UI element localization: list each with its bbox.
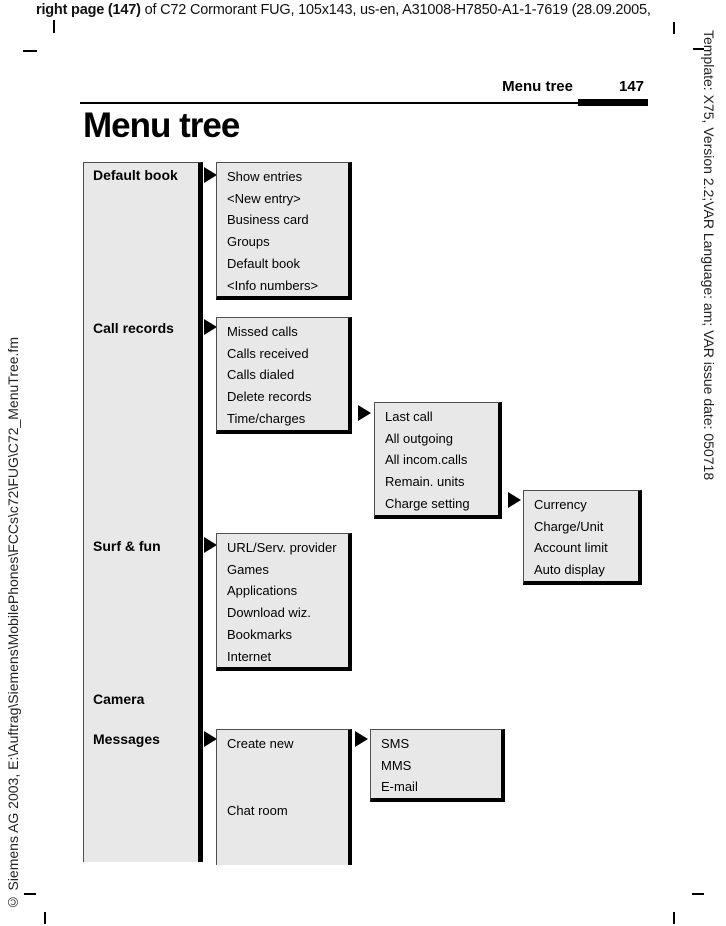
menu-item: Currency	[534, 497, 587, 512]
menu-item: <Info numbers>	[227, 277, 319, 293]
crop-mark-bottom-left-dash	[24, 893, 36, 895]
menu-item: E-mail	[381, 779, 418, 795]
level1-item-messages: Messages	[93, 731, 160, 747]
menu-item: Remain. units	[385, 474, 465, 490]
level1-item-default-book: Default book	[93, 167, 178, 183]
menu-item: All outgoing	[385, 430, 453, 446]
menu-item: Applications	[227, 583, 298, 599]
menu-item: Delete records	[227, 389, 312, 405]
menu-item: Missed calls	[227, 324, 298, 339]
arrow-right-icon	[204, 319, 217, 335]
crop-mark-bottom-right-dash	[692, 893, 704, 895]
arrow-right-icon	[508, 492, 521, 508]
left-margin-copyright-text: © Siemens AG 2003, E:\Auftrag\Siemens\Mo…	[5, 336, 21, 910]
menu-box-create-new: SMS MMS E-mail	[370, 729, 505, 803]
menu-item: URL/Serv. provider	[227, 540, 337, 555]
arrow-right-icon	[204, 537, 217, 553]
menu-item: Games	[227, 561, 269, 577]
crop-mark-top-left-tick	[53, 20, 55, 33]
menu-item: Last call	[385, 409, 433, 424]
menu-item: MMS	[381, 757, 412, 773]
menu-item: Default book	[227, 255, 300, 271]
menu-item: Auto display	[534, 562, 605, 578]
menu-item: Calls dialed	[227, 367, 295, 383]
level1-item-camera: Camera	[93, 691, 145, 707]
menu-item: Charge/Unit	[534, 518, 604, 534]
menu-item: SMS	[381, 736, 410, 751]
arrow-right-icon	[355, 731, 368, 747]
menu-item: Download wiz.	[227, 605, 311, 621]
print-info-page-ref: right page (147)	[36, 2, 141, 18]
menu-item: Show entries	[227, 169, 303, 184]
crop-mark-top-left-dash	[23, 50, 37, 52]
menu-item: Business card	[227, 212, 309, 228]
right-margin-template-text: Template: X75, Version 2.2;VAR Language:…	[701, 30, 717, 481]
menu-box-messages: Create new Chat room	[216, 729, 352, 865]
menu-item: Create new	[227, 736, 294, 751]
arrow-right-icon	[204, 731, 217, 747]
crop-mark-top-right-tick	[673, 22, 675, 34]
print-info-rest: of C72 Cormorant FUG, 105x143, us-en, A3…	[140, 2, 651, 18]
header-section-title: Menu tree	[502, 78, 573, 95]
print-info-line: right page (147) of C72 Cormorant FUG, 1…	[36, 2, 651, 18]
menu-item: Internet	[227, 648, 272, 664]
level1-item-surf-fun: Surf & fun	[93, 538, 161, 554]
header-rule-accent-bar	[578, 99, 648, 106]
menu-item: Chat room	[227, 803, 288, 818]
menu-item: All incom.calls	[385, 452, 468, 468]
menu-item: Calls received	[227, 345, 309, 361]
menu-item: Time/charges	[227, 410, 306, 426]
level1-item-call-records: Call records	[93, 320, 174, 336]
menu-level1-column: Default book Call records Surf & fun Cam…	[83, 162, 203, 862]
menu-item: Account limit	[534, 540, 608, 556]
crop-mark-top-right-dash	[693, 48, 704, 50]
header-page-number: 147	[619, 78, 645, 95]
header-rule	[80, 102, 578, 104]
crop-mark-bottom-right-tick	[673, 912, 675, 924]
menu-item: Charge setting	[385, 495, 470, 511]
arrow-right-icon	[358, 405, 371, 421]
arrow-right-icon	[204, 167, 217, 183]
page-title: Menu tree	[83, 106, 240, 145]
menu-item: <New entry>	[227, 190, 301, 206]
menu-item: Groups	[227, 234, 270, 250]
crop-mark-bottom-left-tick	[44, 912, 46, 924]
menu-item: Bookmarks	[227, 626, 293, 642]
